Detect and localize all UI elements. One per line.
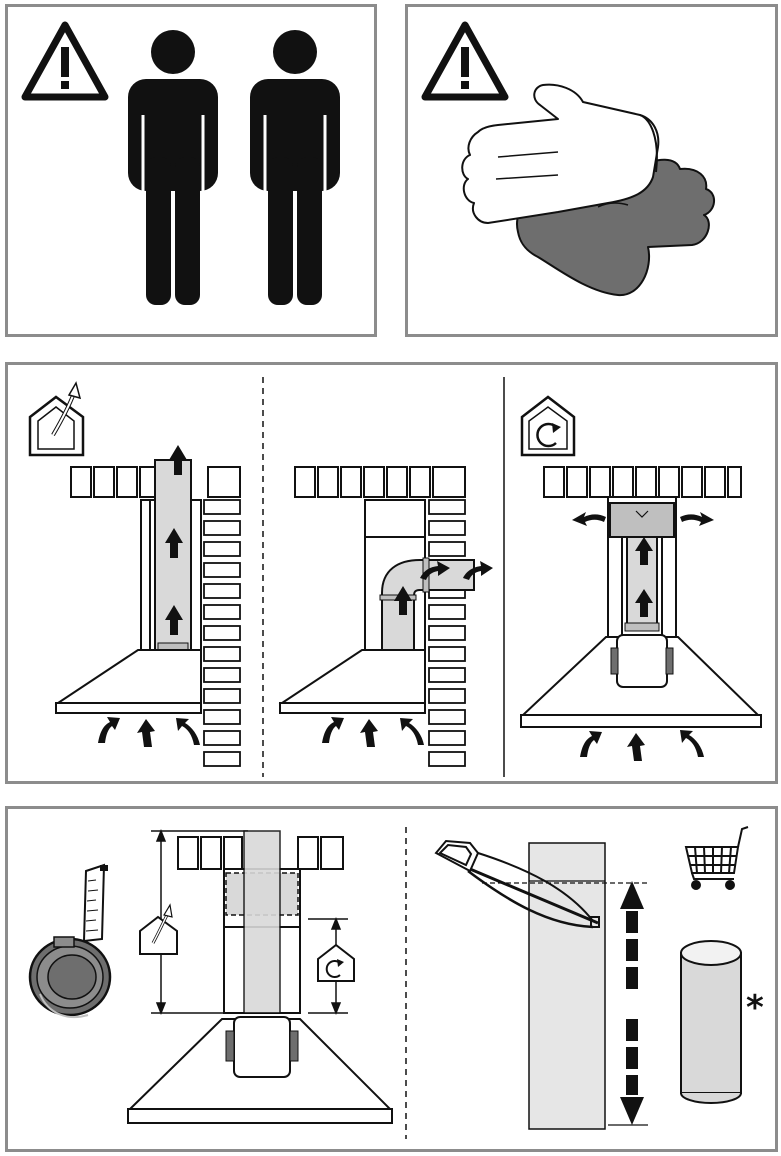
person-icon (250, 30, 340, 305)
ceiling-bricks (294, 466, 466, 498)
hacksaw-icon (434, 839, 600, 929)
person-icon (128, 30, 218, 305)
extension-duct (243, 830, 281, 1014)
glove-light-icon (461, 83, 660, 224)
ceiling-bricks (543, 466, 742, 498)
panel-gloves-warning (405, 4, 778, 337)
hood-canopy (54, 649, 202, 714)
panel-installation-modes (5, 362, 778, 784)
cut-length-arrow (620, 881, 644, 1125)
recirculation-filter-box (609, 502, 675, 538)
airflow-arrows (98, 445, 200, 747)
recirculation-icon (317, 943, 355, 982)
panel-measure-and-cut: * (5, 806, 778, 1152)
warning-triangle-icon (421, 21, 509, 101)
ducted-extraction-icon (139, 903, 178, 955)
ceiling-bricks (177, 836, 344, 870)
motor-unit (610, 634, 674, 688)
warning-triangle-icon (21, 21, 109, 101)
airflow-arrows (322, 561, 493, 747)
ducted-extraction-icon (28, 381, 85, 457)
accessory-asterisk: * (746, 988, 764, 1028)
wall-bricks (203, 499, 241, 767)
recirculation-icon (520, 395, 576, 457)
wall-bricks (428, 499, 466, 767)
shopping-cart-icon (684, 826, 749, 890)
tape-measure-icon (28, 863, 112, 1019)
duct-tube-accessory (680, 940, 742, 1104)
hood-canopy (278, 649, 426, 714)
panel-two-person-warning (5, 4, 377, 337)
airflow-arrows (572, 512, 714, 761)
duct-to-cut (482, 842, 648, 1130)
motor-unit (225, 1016, 299, 1078)
